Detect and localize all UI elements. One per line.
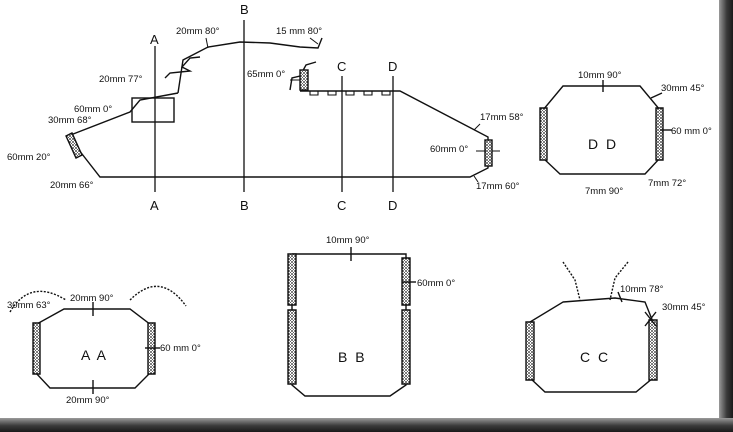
front-glacis (67, 92, 179, 137)
section-b-top: B (240, 2, 249, 17)
section-a-bottom: A (150, 198, 159, 213)
aa-top: 20mm 90° (70, 293, 114, 304)
dd-title: D D (588, 136, 618, 152)
bb-right-plate-bot (401, 309, 411, 385)
bb-top: 10mm 90° (326, 235, 370, 246)
aa-labels: A A 20mm 90° 30mm 63° 60 mm 0° 20mm 90° (7, 293, 201, 406)
bb-left-plate-top (287, 253, 297, 306)
dd-lower-right: 7mm 72° (648, 178, 686, 189)
mantlet-plate (299, 69, 309, 91)
nose-plate (65, 132, 83, 159)
section-d-top: D (388, 59, 397, 74)
label-rear-upper: 17mm 58° (480, 112, 524, 123)
rear-plate (484, 139, 493, 167)
bb-right: 60mm 0° (417, 278, 455, 289)
section-c-top: C (337, 59, 346, 74)
aa-left-arc (9, 290, 67, 313)
frame-shadow-right (719, 0, 733, 432)
hull-top-crenel (300, 90, 400, 96)
cc-labels: C C 10mm 78° 30mm 45° (580, 284, 706, 365)
side-view-labels: 20mm 80° 15 mm 80° 65mm 0° 20mm 77° 60mm… (7, 26, 524, 192)
dd-left-plate (539, 107, 548, 161)
cc-upper-right: 30mm 45° (662, 302, 706, 313)
section-lines (154, 20, 394, 192)
dd-right-plate (655, 107, 664, 161)
bb-outline (291, 253, 407, 397)
turret-roof (177, 37, 323, 94)
aa-title: A A (81, 347, 108, 363)
section-aa (9, 285, 187, 394)
label-mantlet-side: 65mm 0° (247, 69, 285, 80)
section-letters: A A B B C C D D (150, 2, 397, 213)
cc-right-arm (609, 261, 629, 301)
cupola (164, 56, 201, 79)
aa-upper-left: 30mm 63° (7, 300, 51, 311)
label-rear-plate: 60mm 0° (430, 144, 468, 155)
section-c-bottom: C (337, 198, 346, 213)
label-rear-lower: 17mm 60° (476, 181, 520, 192)
label-driver-plate: 60mm 0° (74, 104, 112, 115)
aa-bottom: 20mm 90° (66, 395, 110, 406)
section-b-bottom: B (240, 198, 249, 213)
bb-title: B B (338, 349, 367, 365)
side-view (65, 37, 493, 178)
cc-left-arm (562, 261, 581, 301)
cc-right-plate (648, 319, 658, 381)
dd-bottom: 7mm 90° (585, 186, 623, 197)
aa-left-plate (32, 322, 41, 375)
section-bb (287, 247, 416, 397)
label-roof-front: 20mm 80° (176, 26, 220, 37)
dd-top: 10mm 90° (578, 70, 622, 81)
label-roof-rear: 15 mm 80° (276, 26, 322, 37)
aa-right-arc (129, 285, 187, 307)
bb-left-plate-bot (287, 309, 297, 385)
dd-labels: D D 10mm 90° 30mm 45° 60 mm 0° 7mm 90° 7… (578, 70, 712, 197)
side-view-arrows (205, 37, 500, 183)
label-cupola: 20mm 77° (99, 74, 143, 85)
bb-labels: B B 10mm 90° 60mm 0° (326, 235, 455, 365)
cc-left-plate (525, 321, 535, 381)
section-cc (525, 261, 658, 393)
aa-right: 60 mm 0° (160, 343, 201, 354)
section-d-bottom: D (388, 198, 397, 213)
cc-top: 10mm 78° (620, 284, 664, 295)
dd-upper-right: 30mm 45° (661, 83, 705, 94)
section-a-top: A (150, 32, 159, 47)
hull-outline (67, 90, 489, 178)
section-dd (539, 80, 672, 175)
dd-right: 60 mm 0° (671, 126, 712, 137)
label-lower-nose: 20mm 66° (50, 180, 94, 191)
dd-outline (542, 85, 661, 175)
frame-shadow-bottom (0, 418, 733, 432)
cc-title: C C (580, 349, 610, 365)
cc-outline (529, 297, 654, 393)
label-upper-glacis: 30mm 68° (48, 115, 92, 126)
driver-box (131, 97, 175, 123)
label-nose: 60mm 20° (7, 152, 51, 163)
